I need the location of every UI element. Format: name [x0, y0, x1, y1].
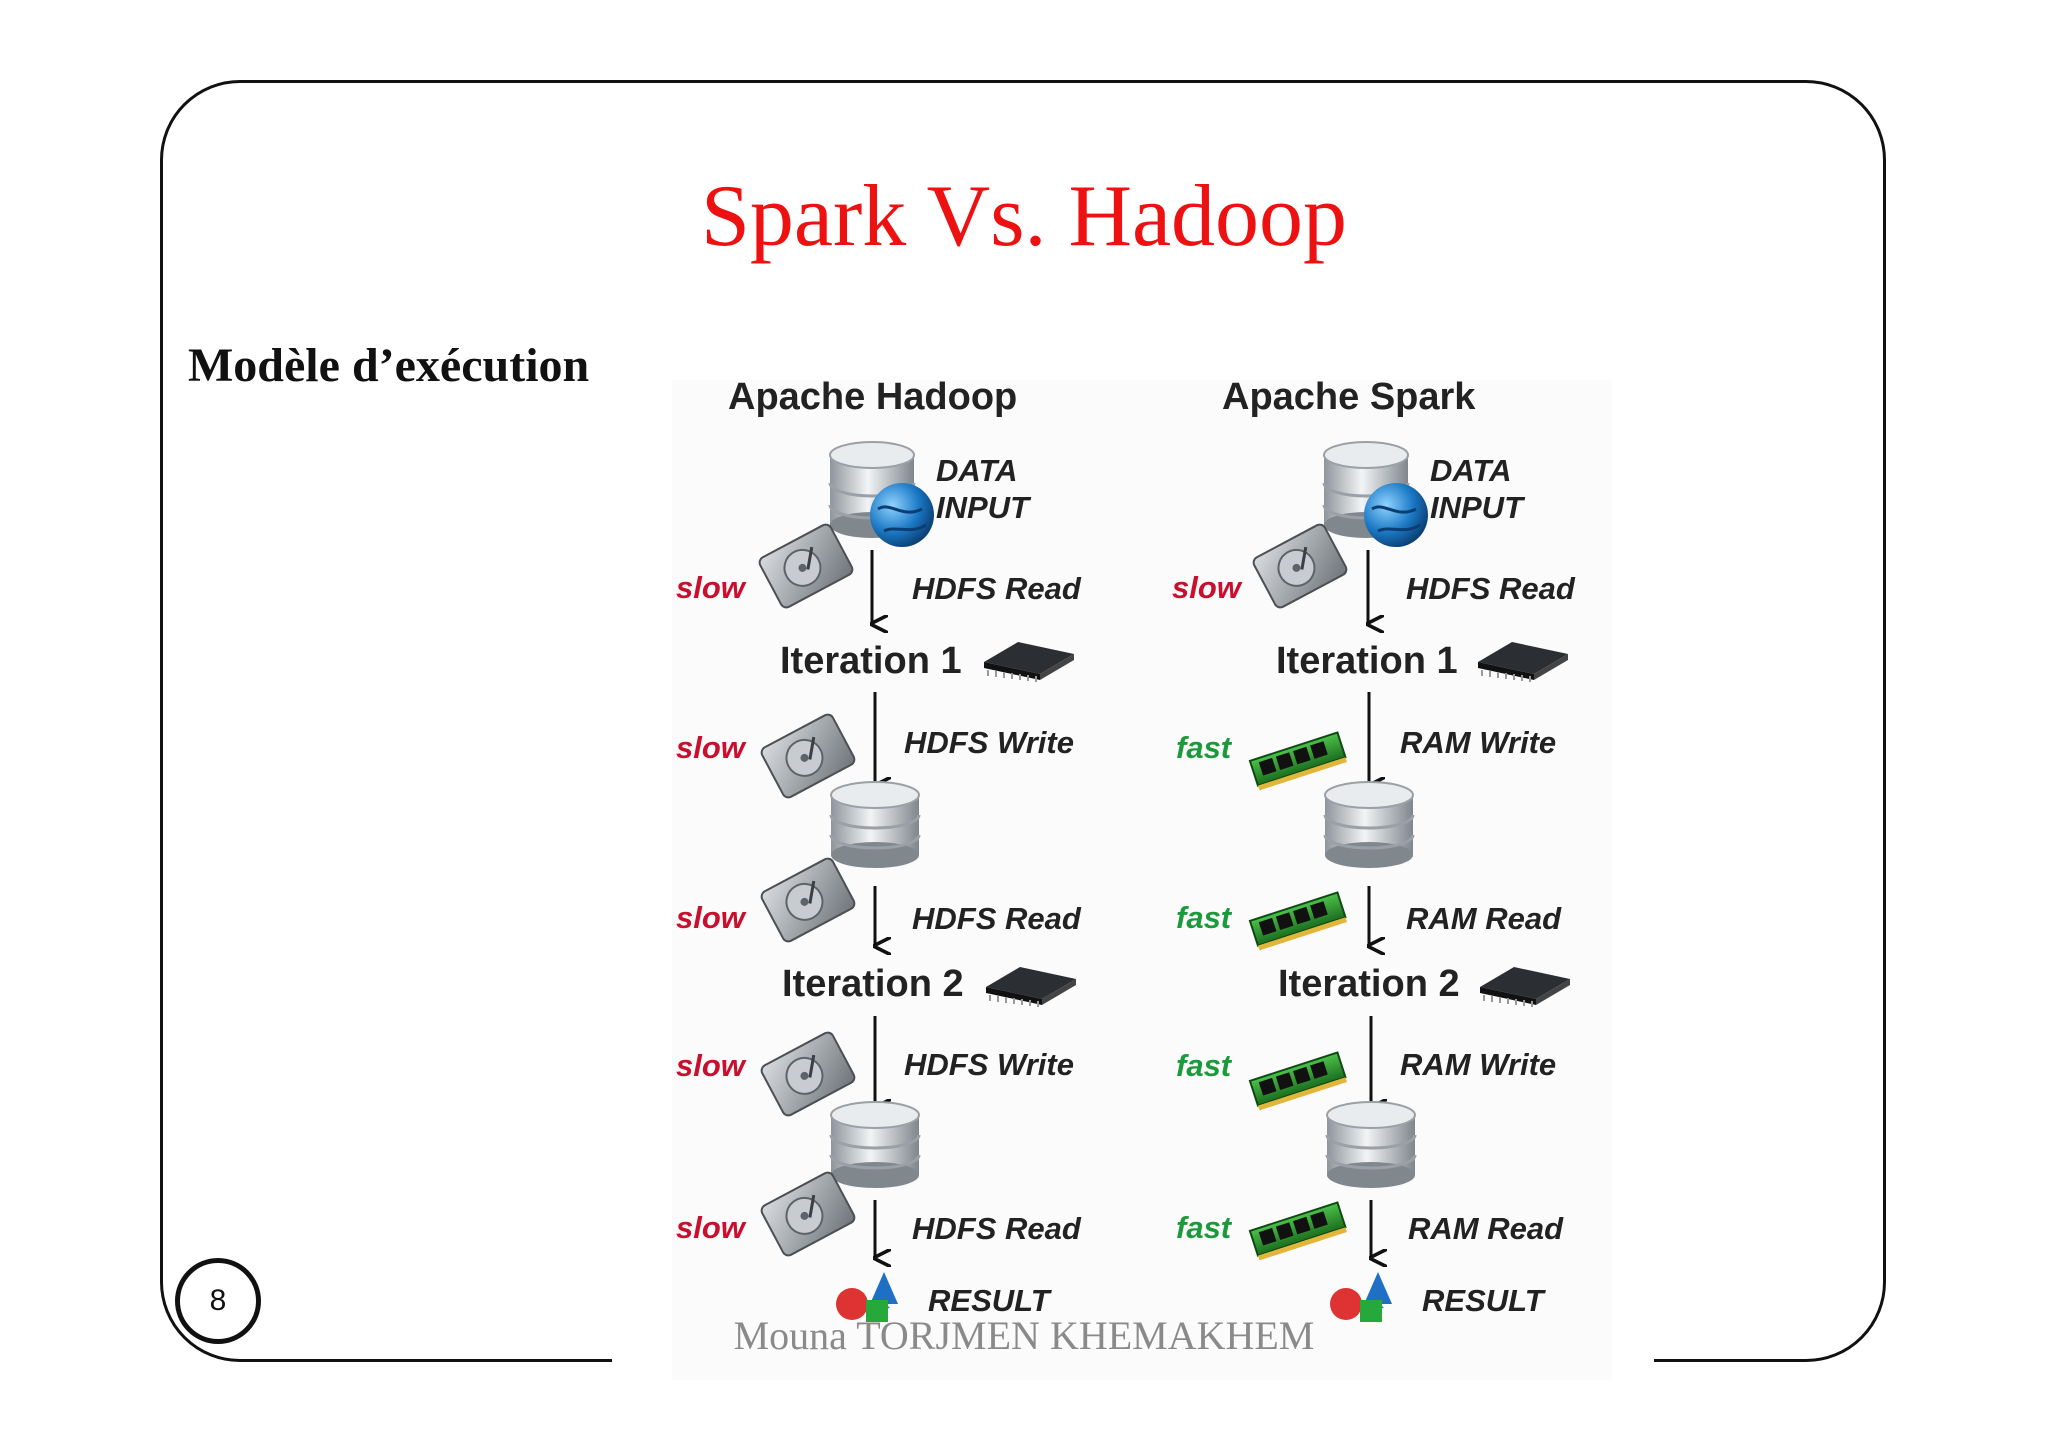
- spark-disk-icon-2: [1325, 1100, 1417, 1190]
- spark-read-3: RAM Read: [1408, 1211, 1564, 1246]
- hadoop-result-label: RESULT: [928, 1283, 1050, 1318]
- slide-title: Spark Vs. Hadoop: [700, 168, 1348, 265]
- spark-speed-5: fast: [1176, 1210, 1232, 1245]
- hadoop-title: Apache Hadoop: [728, 376, 1018, 418]
- spark-data-label: DATA: [1430, 453, 1512, 488]
- page-number: 8: [175, 1258, 261, 1344]
- hadoop-speed-1: slow: [676, 570, 745, 605]
- hadoop-write-1: HDFS Write: [904, 725, 1074, 760]
- hadoop-input-label: INPUT: [936, 490, 1029, 526]
- hadoop-data-label: DATA: [936, 453, 1018, 488]
- spark-iteration-1: Iteration 1: [1276, 640, 1458, 682]
- hadoop-read-2: HDFS Read: [912, 901, 1081, 936]
- spark-speed-3: fast: [1176, 900, 1232, 935]
- hadoop-speed-4: slow: [676, 1048, 745, 1083]
- hadoop-iteration-1: Iteration 1: [780, 640, 962, 682]
- spark-input-label: INPUT: [1430, 490, 1523, 526]
- spark-data-input-label: DATA INPUT: [1430, 452, 1523, 526]
- spark-disk-icon-1: [1323, 780, 1415, 870]
- hadoop-iteration-2: Iteration 2: [782, 963, 964, 1005]
- spark-write-2: RAM Write: [1400, 1047, 1557, 1082]
- hadoop-write-2: HDFS Write: [904, 1047, 1074, 1082]
- spark-iteration-2: Iteration 2: [1278, 963, 1460, 1005]
- hadoop-read-3: HDFS Read: [912, 1211, 1081, 1246]
- hadoop-data-input-label: DATA INPUT: [936, 452, 1029, 526]
- spark-speed-2: fast: [1176, 730, 1232, 765]
- hadoop-disk-icon-1: [829, 780, 921, 870]
- hadoop-speed-5: slow: [676, 1210, 745, 1245]
- spark-read-1: HDFS Read: [1406, 571, 1575, 606]
- spark-speed-4: fast: [1176, 1048, 1232, 1083]
- hadoop-speed-3: slow: [676, 900, 745, 935]
- slide-subtitle: Modèle d’exécution: [188, 339, 590, 392]
- slide-footer: Mouna TORJMEN KHEMAKHEM: [733, 1313, 1315, 1358]
- spark-speed-1: slow: [1172, 570, 1241, 605]
- hadoop-speed-2: slow: [676, 730, 745, 765]
- hadoop-disk-icon-2: [829, 1100, 921, 1190]
- hadoop-read-1: HDFS Read: [912, 571, 1081, 606]
- spark-read-2: RAM Read: [1406, 901, 1562, 936]
- spark-write-1: RAM Write: [1400, 725, 1557, 760]
- spark-result-label: RESULT: [1422, 1283, 1544, 1318]
- spark-title: Apache Spark: [1222, 376, 1476, 418]
